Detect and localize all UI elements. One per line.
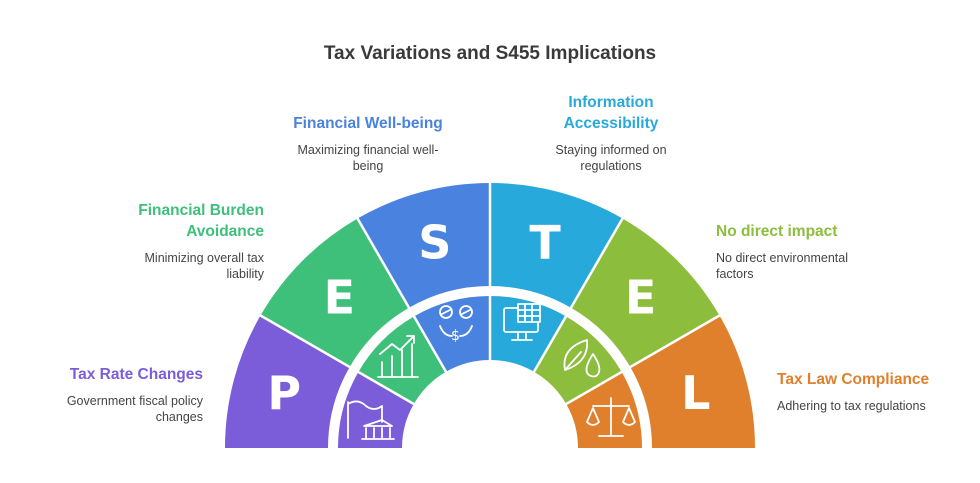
segment-e1-label: Financial Burden Avoidance Minimizing ov… (110, 200, 264, 282)
segment-l-heading: Tax Law Compliance (777, 371, 930, 388)
segment-s-heading: Financial Well-being (293, 115, 443, 132)
segment-e1-letter: E (324, 270, 355, 324)
segment-p-description: Government fiscal policy changes (66, 394, 203, 424)
segment-l-inner (566, 372, 642, 448)
growth-chart-icon (377, 335, 419, 378)
svg-text:$: $ (451, 328, 460, 344)
segment-t-outer (490, 183, 623, 308)
segment-p-label: Tax Rate Changes Government fiscal polic… (30, 364, 203, 425)
segment-e1-description: Minimizing overall tax liability (144, 251, 264, 281)
segment-l-label: Tax Law Compliance Adhering to tax regul… (777, 369, 967, 414)
segment-p-letter: P (267, 366, 301, 420)
segment-e2-label: No direct impact No direct environmental… (716, 221, 876, 282)
segment-p-heading: Tax Rate Changes (69, 366, 203, 383)
balance-scale-icon (586, 397, 636, 437)
segment-t-label: Information Accessibility Staying inform… (531, 92, 691, 174)
segment-divider (257, 312, 418, 407)
leaf-drop-icon (563, 339, 601, 378)
segment-e1-outer (260, 218, 409, 367)
segment-t-description: Staying informed on regulations (555, 143, 667, 173)
segment-s-label: Financial Well-being Maximizing financia… (270, 113, 466, 174)
segment-e2-inner (534, 316, 622, 404)
segment-p-outer (225, 315, 350, 448)
segment-s-letter: S (418, 215, 451, 269)
segment-divider (531, 215, 626, 376)
segment-e2-outer (571, 218, 720, 367)
page-title: Tax Variations and S455 Implications (323, 43, 657, 64)
segment-t-letter: T (529, 215, 561, 269)
segment-s-description: Maximizing financial well-being (297, 143, 439, 173)
segment-e2-letter: E (625, 270, 656, 324)
segment-t-inner (490, 296, 566, 372)
segment-l-description: Adhering to tax regulations (777, 399, 926, 413)
segment-l-letter: L (681, 366, 710, 420)
segment-e1-heading: Financial Burden Avoidance (138, 202, 264, 240)
segment-divider (562, 312, 723, 407)
segment-e2-heading: No direct impact (716, 223, 838, 240)
segment-p-inner (338, 372, 414, 448)
government-building-icon (347, 400, 395, 440)
segment-t-heading: Information Accessibility (563, 94, 659, 132)
monitor-spreadsheet-icon (503, 303, 541, 341)
segment-e2-description: No direct environmental factors (716, 251, 849, 281)
segment-l-outer (630, 315, 755, 448)
people-money-icon: $ (439, 305, 473, 344)
segment-s-outer (357, 183, 490, 308)
segment-divider (354, 215, 449, 376)
